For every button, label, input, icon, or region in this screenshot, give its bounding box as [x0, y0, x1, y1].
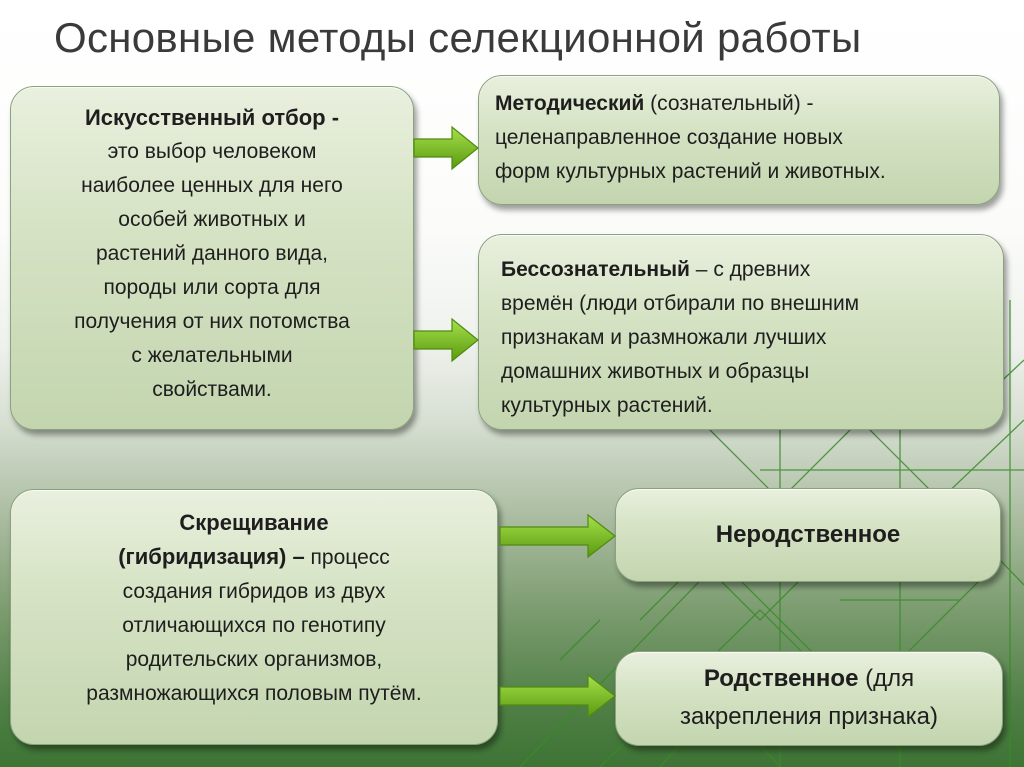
artificial-selection-line: свойствами.	[152, 378, 272, 401]
arrow-right-icon	[413, 125, 479, 171]
methodical-line: форм культурных растений и животных.	[495, 160, 886, 183]
unconscious-line: времён (люди отбирали по внешним	[501, 292, 860, 315]
related-line: закрепления признака)	[680, 703, 938, 730]
artificial-selection-line: породы или сорта для	[103, 276, 321, 299]
crossing-line: отличающихся по генотипу	[122, 614, 386, 637]
unconscious-line: культурных растений.	[501, 394, 713, 417]
artificial-selection-line: это выбор человеком	[107, 140, 317, 163]
unconscious-dash: –	[689, 258, 714, 281]
artificial-selection-line: получения от них потомства	[74, 310, 350, 333]
related-crossing-box: Родственное (для закрепления признака)	[615, 651, 1003, 746]
unconscious-selection-box: Бессознательный – с древних времён (люди…	[478, 234, 1004, 430]
crossing-term: Скрещивание	[179, 510, 329, 535]
unconscious-line: домашних животных и образцы	[501, 360, 810, 383]
arrow-right-icon	[499, 513, 616, 559]
unconscious-line-start: с древних	[713, 258, 811, 281]
artificial-selection-line: особей животных и	[118, 208, 306, 231]
methodical-term: Методический	[495, 92, 645, 115]
crossing-line: размножающихся половым путём.	[86, 682, 422, 705]
unrelated-label: Неродственное	[715, 521, 901, 548]
arrow-right-icon	[413, 317, 479, 363]
methodical-selection-box: Методический (сознательный) - целенаправ…	[478, 75, 1000, 205]
arrow-right-icon	[499, 673, 616, 719]
crossing-box: Скрещивание (гибридизация) – процесс соз…	[10, 489, 498, 745]
artificial-selection-line: растений данного вида,	[96, 242, 328, 265]
related-qualifier: (для	[858, 665, 915, 692]
methodical-qualifier: (сознательный) -	[644, 92, 814, 115]
artificial-selection-heading: Искусственный отбор -	[84, 105, 340, 130]
page-title: Основные методы селекционной работы	[54, 14, 862, 61]
crossing-line-start: процесс	[304, 546, 390, 569]
artificial-selection-line: с желательными	[131, 344, 293, 367]
artificial-selection-line: наиболее ценных для него	[81, 174, 343, 197]
artificial-selection-box: Искусственный отбор - это выбор человеко…	[10, 86, 414, 430]
crossing-term-hybridization: (гибридизация) –	[118, 544, 305, 569]
related-term: Родственное	[703, 665, 859, 692]
unrelated-crossing-box: Неродственное	[615, 488, 1001, 582]
crossing-line: создания гибридов из двух	[122, 580, 386, 603]
unconscious-term: Бессознательный	[501, 258, 690, 281]
unconscious-line: признакам и размножали лучших	[501, 326, 827, 349]
crossing-line: родительских организмов,	[125, 648, 383, 671]
methodical-line: целенаправленное создание новых	[495, 126, 843, 149]
